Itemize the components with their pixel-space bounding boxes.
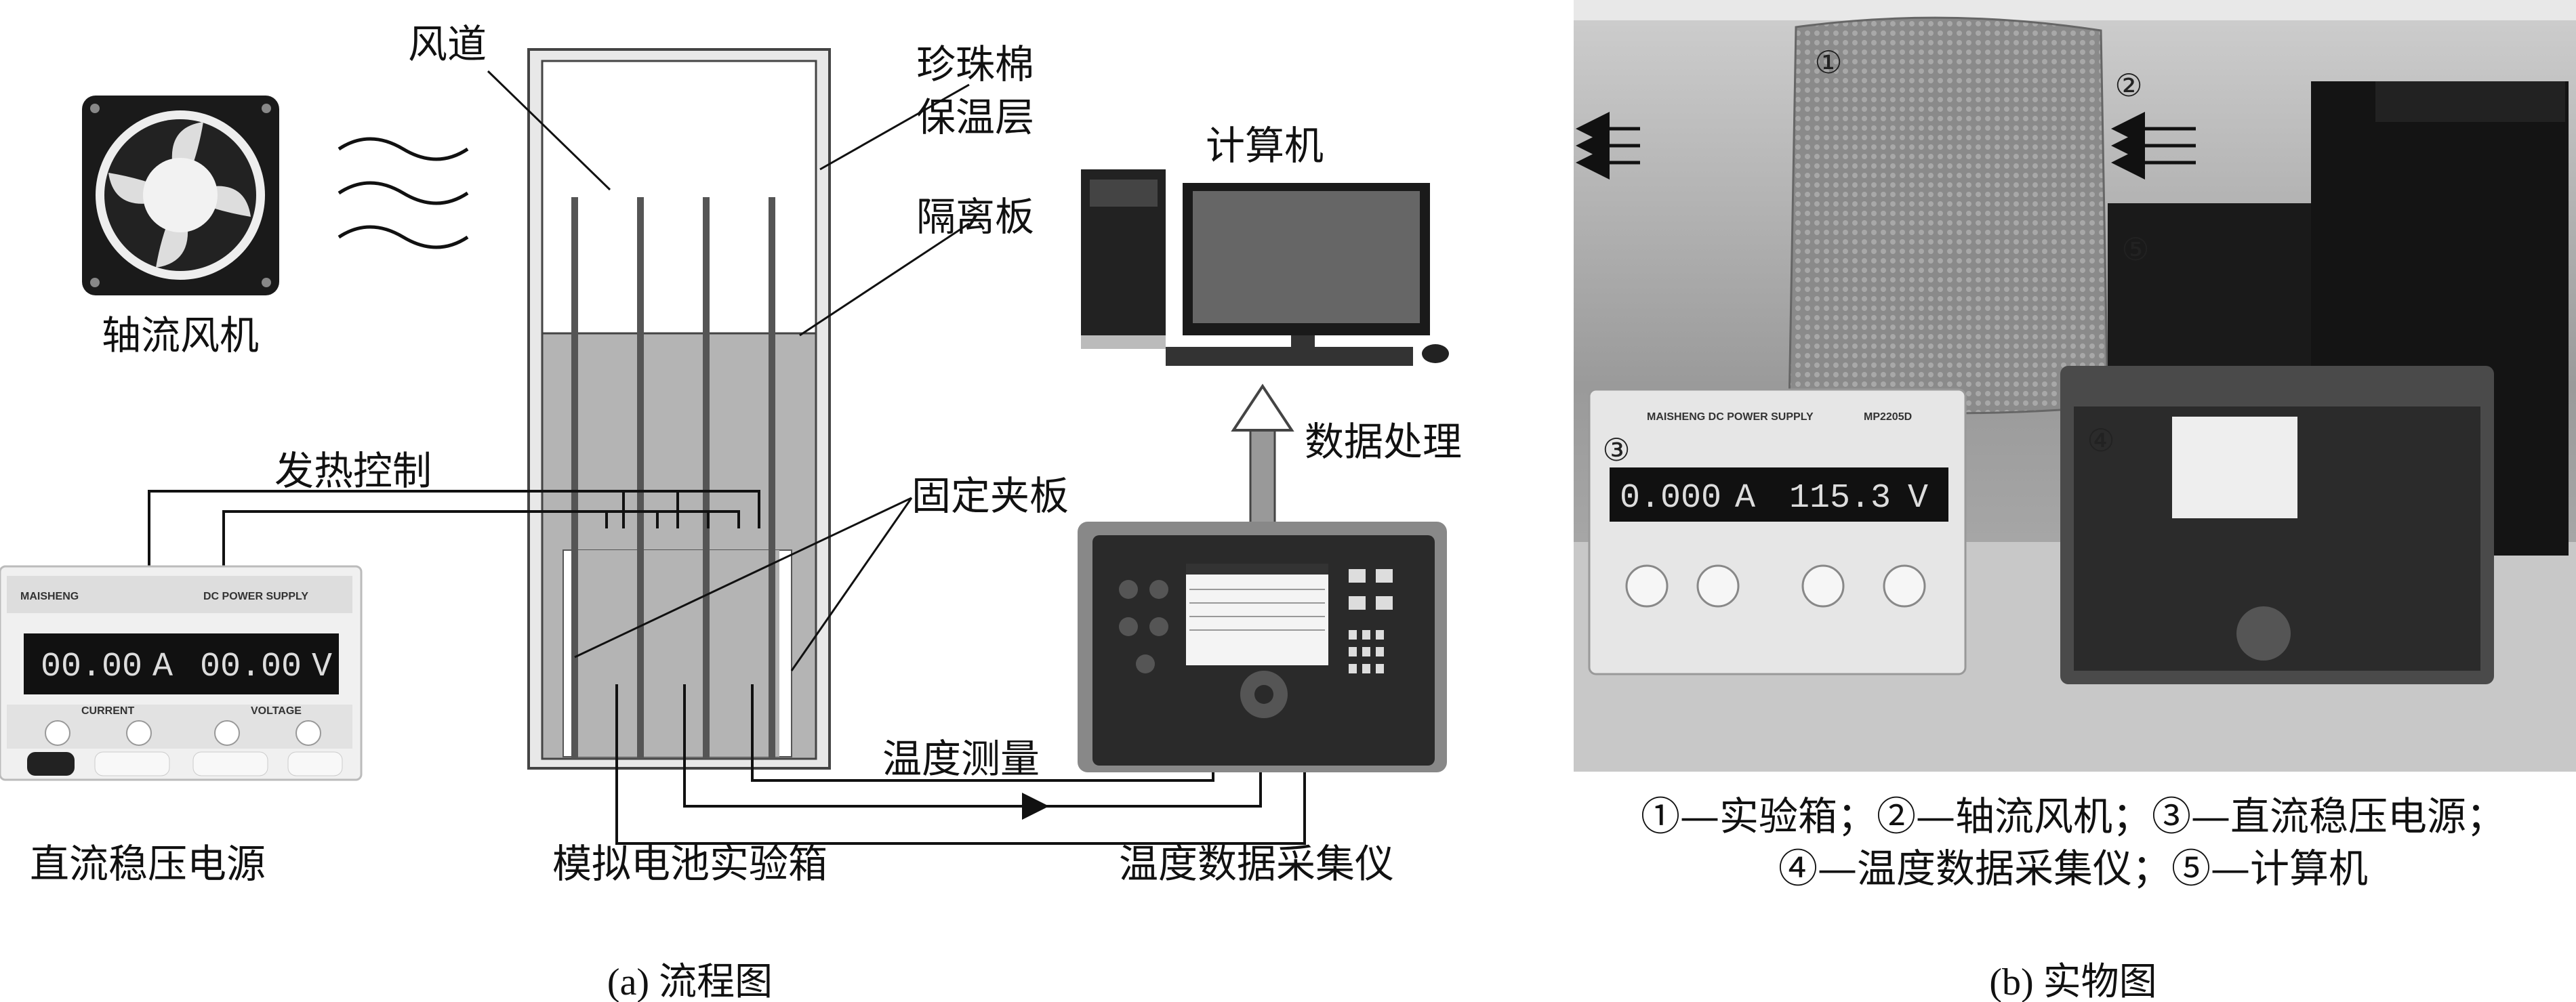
data-logger-photo (2060, 366, 2494, 684)
dc-power-supply-image: MAISHENG DC POWER SUPPLY 00.00 A 00.00 V… (0, 565, 363, 781)
computer-icon (1081, 169, 1449, 366)
data-logger-label: 温度数据采集仪 (1119, 841, 1394, 887)
panel-a-flowchart: 轴流风机 风道 珍珠棉 保温 (0, 21, 1462, 1002)
legend-line-2: ④—温度数据采集仪；⑤—计算机 (1778, 846, 2368, 892)
axial-fan-icon (82, 96, 279, 295)
marker-3: ③ (1602, 432, 1630, 468)
fan-label: 轴流风机 (102, 312, 259, 358)
photo-supply-model: MP2205D (1864, 411, 1912, 423)
power-supply-label: 直流稳压电源 (30, 841, 266, 887)
battery-box-label: 模拟电池实验箱 (552, 841, 827, 887)
computer-label: 计算机 (1206, 123, 1324, 169)
marker-5: ⑤ (2121, 231, 2149, 268)
data-logger-image (1078, 522, 1447, 772)
current-unit: A (152, 648, 173, 686)
panel-b-photo: MAISHENG DC POWER SUPPLY MP2205D 0.000 A… (1574, 0, 2576, 1002)
leader-lines (487, 70, 970, 671)
airflow-waves-icon (338, 137, 469, 249)
heating-control-wires (148, 490, 760, 576)
temperature-measurement-label: 温度测量 (882, 736, 1040, 782)
photo-current-unit: A (1735, 479, 1755, 518)
supply-title: DC POWER SUPPLY (203, 591, 308, 602)
voltage-display: 00.00 (200, 648, 302, 686)
data-processing-label: 数据处理 (1305, 419, 1462, 465)
marker-4: ④ (2087, 422, 2114, 459)
photo-voltage-unit: V (1908, 479, 1928, 518)
clamp-label: 固定夹板 (912, 473, 1069, 519)
legend-line-1: ①—实验箱；②—轴流风机；③—直流稳压电源； (1641, 793, 2506, 839)
insulation-label-1: 珍珠棉 (916, 41, 1034, 87)
voltage-unit: V (312, 648, 332, 686)
panel-a-caption: (a) 流程图 (607, 961, 773, 1002)
marker-1: ① (1814, 44, 1842, 81)
photo-supply-brand: MAISHENG DC POWER SUPPLY (1647, 411, 1814, 423)
supply-brand: MAISHENG (20, 591, 79, 602)
current-display: 00.00 (41, 648, 142, 686)
photo-current-reading: 0.000 (1620, 479, 1721, 518)
battery-box-diagram (527, 48, 831, 770)
separator-label: 隔离板 (916, 194, 1034, 240)
insulation-label-2: 保温层 (916, 94, 1034, 140)
marker-2: ② (2114, 67, 2142, 104)
photo-voltage-reading: 115.3 (1789, 479, 1891, 518)
voltage-knob-label: VOLTAGE (251, 705, 302, 717)
computer-photo (2108, 203, 2311, 373)
current-knob-label: CURRENT (81, 705, 134, 717)
air-duct-label: 风道 (408, 21, 487, 67)
power-supply-photo: MAISHENG DC POWER SUPPLY MP2205D 0.000 A… (1588, 388, 1967, 675)
panel-b-caption: (b) 实物图 (1989, 961, 2156, 1002)
heating-control-label: 发热控制 (274, 448, 432, 494)
airflow-arrows (1576, 112, 2196, 180)
